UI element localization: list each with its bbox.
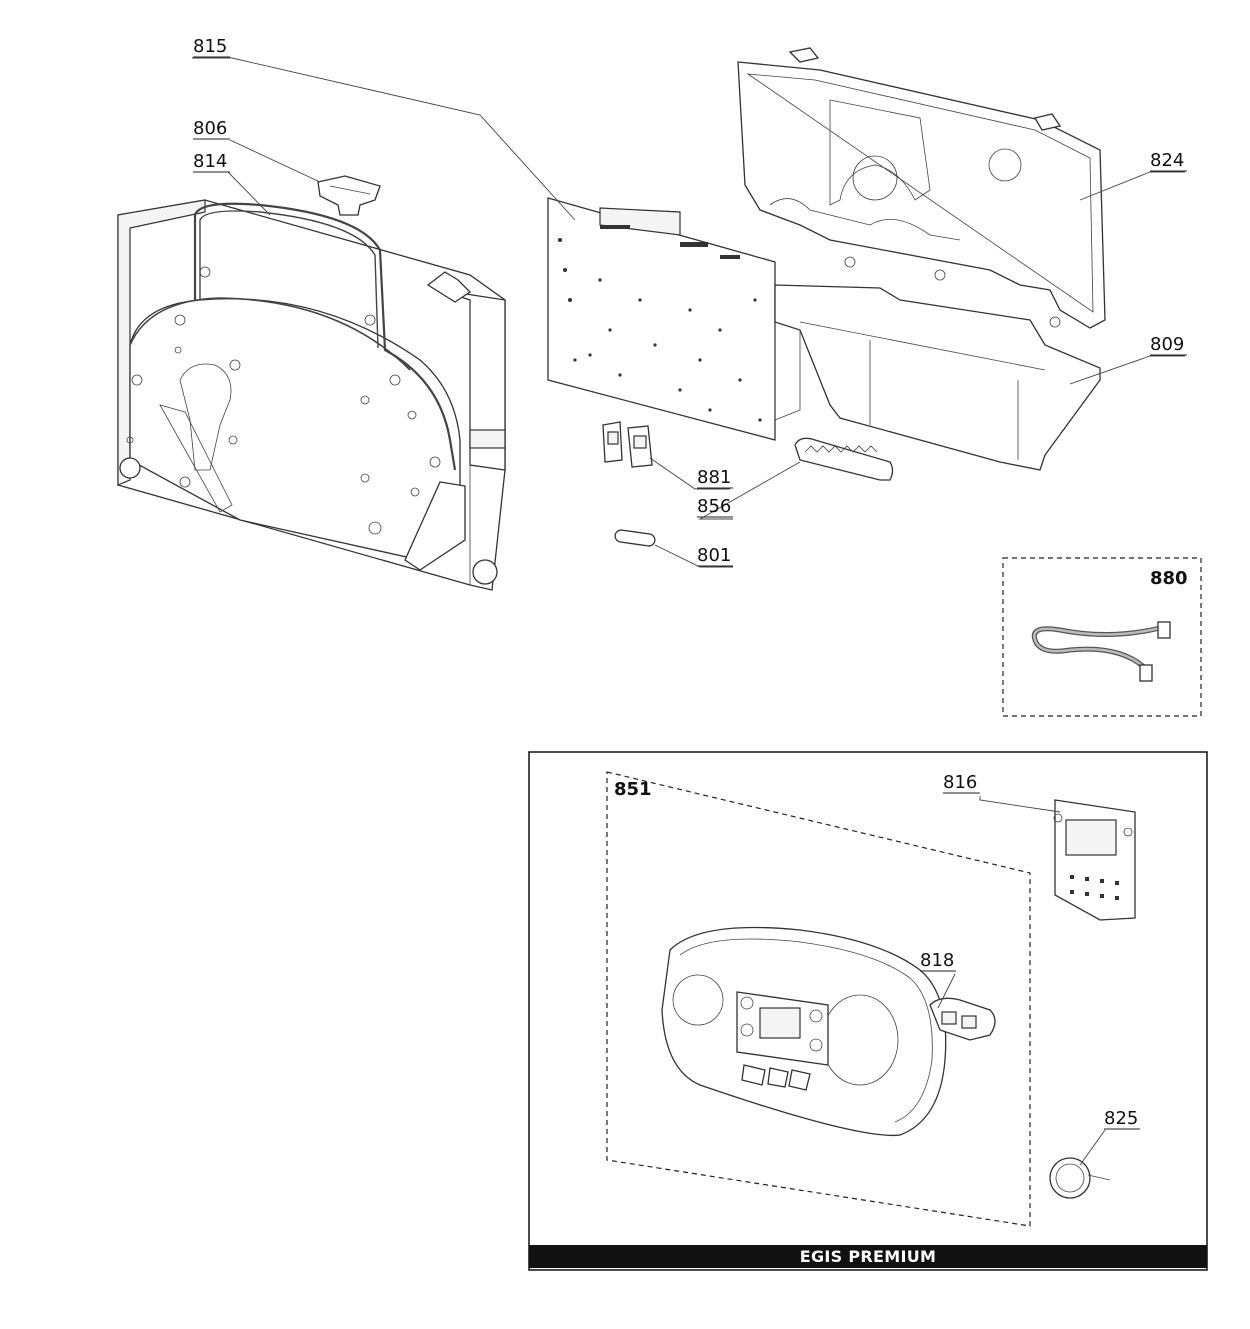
bracket-806 xyxy=(317,175,381,216)
label-824: 824 xyxy=(1150,150,1184,171)
main-circuit-board xyxy=(547,197,776,441)
label-809: 809 xyxy=(1150,334,1184,355)
label-801: 801 xyxy=(697,545,731,566)
fuse-801 xyxy=(614,529,656,547)
relay-881 xyxy=(602,421,653,468)
label-814: 814 xyxy=(193,151,227,172)
label-806: 806 xyxy=(193,118,227,139)
cable-kit-box-880 xyxy=(1002,557,1202,717)
label-856: 856 xyxy=(697,496,731,517)
label-825: 825 xyxy=(1104,1108,1138,1129)
connector-box-809 xyxy=(774,284,1101,471)
label-816: 816 xyxy=(943,772,977,793)
label-815: 815 xyxy=(193,36,227,57)
egis-premium-panel xyxy=(528,751,1208,1271)
banner-bar xyxy=(529,1245,1207,1268)
cover-824 xyxy=(737,47,1106,329)
panel-banner-title: EGIS PREMIUM xyxy=(800,1247,936,1266)
callout-labels: 815 806 814 824 809 881 856 801 880 851 … xyxy=(193,36,1188,1266)
leader-lines xyxy=(192,57,1185,1166)
label-818: 818 xyxy=(920,950,954,971)
label-881: 881 xyxy=(697,467,731,488)
grommet-856 xyxy=(794,437,894,481)
label-880: 880 xyxy=(1150,568,1188,589)
label-851: 851 xyxy=(614,779,652,800)
electrical-housing xyxy=(117,199,506,591)
